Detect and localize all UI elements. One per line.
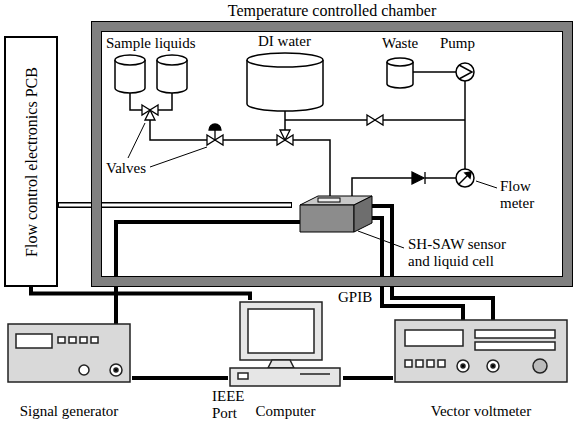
pipe-lines — [425, 177, 456, 179]
pcb-box: Flow control electronics PCB — [4, 36, 58, 287]
computer-drawing — [248, 309, 314, 353]
part-label: IEEE Port — [212, 388, 254, 422]
vector-voltmeter-drawing — [405, 360, 412, 367]
pipe-lines — [223, 139, 277, 141]
vector-voltmeter-drawing — [395, 320, 567, 382]
liquid-containers — [387, 58, 413, 66]
saw-sensor — [300, 205, 354, 232]
signal-generator-drawing — [114, 368, 118, 372]
vector-voltmeter: Vector voltmeter — [393, 318, 569, 424]
pipe-lines — [130, 93, 142, 110]
valve-symbols — [142, 105, 425, 184]
vector-voltmeter-drawing — [491, 364, 495, 368]
part-label: GPIB — [338, 289, 372, 306]
part-label: Waste — [382, 35, 418, 52]
liquid-containers — [115, 55, 145, 65]
saw-sensor — [300, 196, 372, 232]
pipe-lines — [413, 71, 456, 73]
saw-sensor — [354, 196, 372, 232]
instrument-name: Vector voltmeter — [431, 403, 531, 420]
leader-lines — [476, 181, 497, 188]
vector-voltmeter-drawing — [461, 364, 465, 368]
pipe-lines — [383, 119, 465, 121]
chamber-title: Temperature controlled chamber — [92, 2, 572, 19]
pump-symbol — [456, 63, 474, 81]
vector-voltmeter-drawing — [427, 360, 434, 367]
leader-lines — [128, 123, 497, 248]
computer-drawing — [238, 373, 248, 379]
leader-lines — [150, 147, 207, 167]
computer: Computer — [228, 300, 343, 424]
valve-symbols — [145, 110, 155, 120]
signal-generator-drawing — [110, 364, 122, 376]
pump-symbol — [456, 63, 474, 81]
pipe-lines — [464, 81, 466, 169]
computer-drawing — [230, 302, 340, 386]
flow-meter-symbol — [456, 169, 474, 187]
signal-generator-drawing — [16, 334, 52, 348]
signal-generator-drawing — [58, 337, 65, 343]
part-label: Valves — [106, 160, 146, 177]
signal-generator: Signal generator — [6, 322, 132, 424]
signal-generator-drawing — [79, 365, 89, 375]
leader-lines — [358, 231, 404, 248]
flow-meter-symbol — [459, 173, 470, 184]
vector-voltmeter-drawing — [475, 330, 555, 338]
signal-generator-drawing — [8, 324, 130, 382]
part-label: Sample liquids — [106, 35, 196, 52]
valve-symbols — [214, 130, 215, 140]
part-label: Pump — [440, 35, 475, 52]
signal-generator-drawing — [69, 337, 76, 343]
valve-symbols — [412, 172, 424, 184]
part-label: SH-SAW sensor and liquid cell — [408, 236, 520, 270]
liquid-containers — [157, 55, 187, 65]
cable-connector — [132, 376, 228, 380]
flow-meter-symbol — [465, 172, 471, 178]
computer-drawing — [300, 373, 330, 375]
signal-generator-drawing — [8, 324, 130, 382]
signal-generator-drawing — [80, 337, 87, 343]
signal-generator-drawing — [91, 337, 98, 343]
cable-connector — [343, 376, 393, 380]
pipe-lines — [158, 93, 172, 110]
valve-symbols — [367, 115, 383, 125]
vector-voltmeter-drawing — [438, 360, 445, 367]
vector-voltmeter-drawing — [475, 342, 555, 350]
cable-connector — [31, 287, 250, 300]
instrument-name: Computer — [256, 403, 316, 420]
vector-voltmeter-drawing — [533, 359, 547, 373]
pump-symbol — [459, 65, 472, 79]
vector-voltmeter-drawing — [395, 320, 567, 382]
valve-symbols — [280, 130, 290, 140]
liquid-containers — [115, 53, 413, 111]
vector-voltmeter-drawing — [416, 360, 423, 367]
instrument-name: Signal generator — [20, 403, 119, 420]
valve-symbols — [209, 124, 221, 130]
leader-lines — [128, 123, 145, 158]
part-label: DI water — [258, 33, 311, 50]
valve-symbols — [424, 172, 425, 184]
pipe-lines — [285, 119, 367, 121]
pipe-lines — [293, 140, 330, 200]
pipe-lines — [150, 120, 207, 140]
flow-meter-symbol — [456, 169, 474, 187]
computer-drawing — [240, 302, 322, 360]
computer-drawing — [230, 368, 340, 386]
part-label: Flow meter — [500, 178, 546, 212]
liquid-containers — [247, 53, 323, 67]
vector-voltmeter-drawing — [405, 330, 463, 346]
vector-voltmeter-drawing — [457, 360, 469, 372]
saw-sensor — [318, 198, 340, 202]
vector-voltmeter-drawing — [487, 360, 499, 372]
pcb-label: Flow control electronics PCB — [23, 67, 40, 257]
computer-drawing — [268, 360, 294, 368]
